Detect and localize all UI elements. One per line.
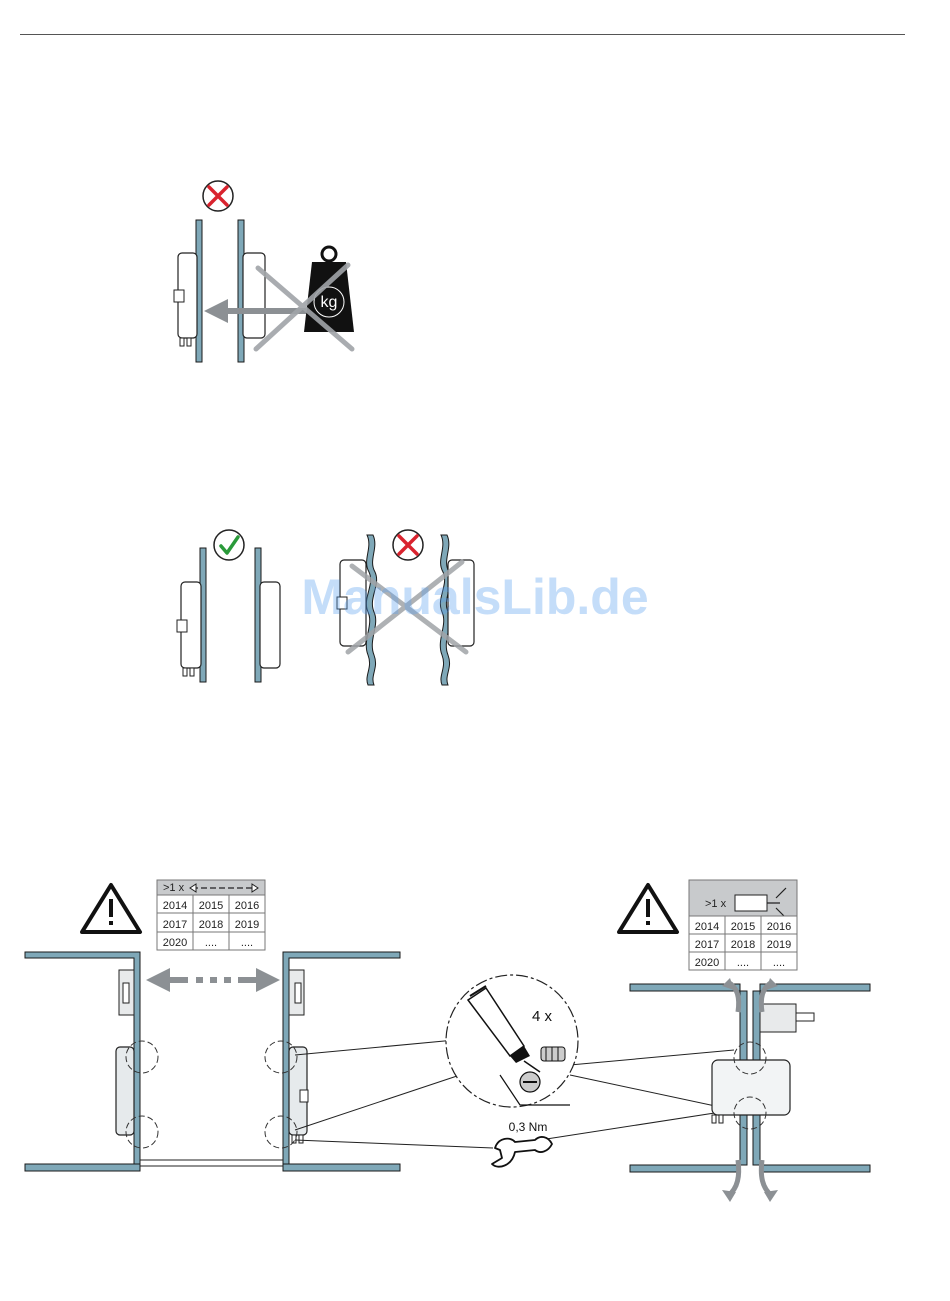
wrench-icon: 0,3 Nm xyxy=(492,1120,552,1167)
table-cell: 2015 xyxy=(731,921,755,933)
table-cell: .... xyxy=(773,957,785,969)
torque-label: 0,3 Nm xyxy=(509,1120,548,1134)
table-cell: 2020 xyxy=(163,937,187,949)
table-cell: 2016 xyxy=(235,900,259,912)
table-cell: 2020 xyxy=(695,957,719,969)
table-cell: 2014 xyxy=(695,921,719,933)
table-cell: 2019 xyxy=(767,939,791,951)
check-icon xyxy=(214,530,244,560)
table-cell: .... xyxy=(737,957,749,969)
figure-no-weight: kg xyxy=(174,181,354,362)
left-cycle-table: >1 x 2014 2015 2016 2017 2018 2019 2020 … xyxy=(157,880,265,950)
weight-label: kg xyxy=(321,294,338,311)
right-cycle-table: >1 x 2014 2015 2016 2017 2018 2019 2020 … xyxy=(689,880,797,970)
table-cell: 2016 xyxy=(767,921,791,933)
device-body xyxy=(260,582,280,668)
table-cell: 2018 xyxy=(199,919,223,931)
table-cell: .... xyxy=(241,937,253,949)
weight-icon: kg xyxy=(304,247,354,332)
table-cell: 2017 xyxy=(695,939,719,951)
screw-count: 4 x xyxy=(532,1008,553,1025)
device-body xyxy=(243,253,265,338)
table-cell: 2019 xyxy=(235,919,259,931)
hinged-door-diagram xyxy=(630,978,870,1202)
table-header-label: >1 x xyxy=(163,882,185,894)
cross-icon xyxy=(203,181,233,211)
table-cell: 2014 xyxy=(163,900,187,912)
sliding-door-diagram xyxy=(25,952,400,1171)
device-latch xyxy=(174,290,184,302)
table-cell: 2017 xyxy=(163,919,187,931)
warning-icon xyxy=(619,885,677,932)
watermark: ManualsLib.de xyxy=(301,569,648,625)
detail-circle: 4 x xyxy=(446,975,578,1107)
table-cell: .... xyxy=(205,937,217,949)
cross-icon xyxy=(393,530,423,560)
table-header-label: >1 x xyxy=(705,898,727,910)
figure-installation: >1 x 2014 2015 2016 2017 2018 2019 2020 … xyxy=(25,880,870,1202)
table-cell: 2018 xyxy=(731,939,755,951)
table-cell: 2015 xyxy=(199,900,223,912)
warning-icon xyxy=(82,885,140,932)
